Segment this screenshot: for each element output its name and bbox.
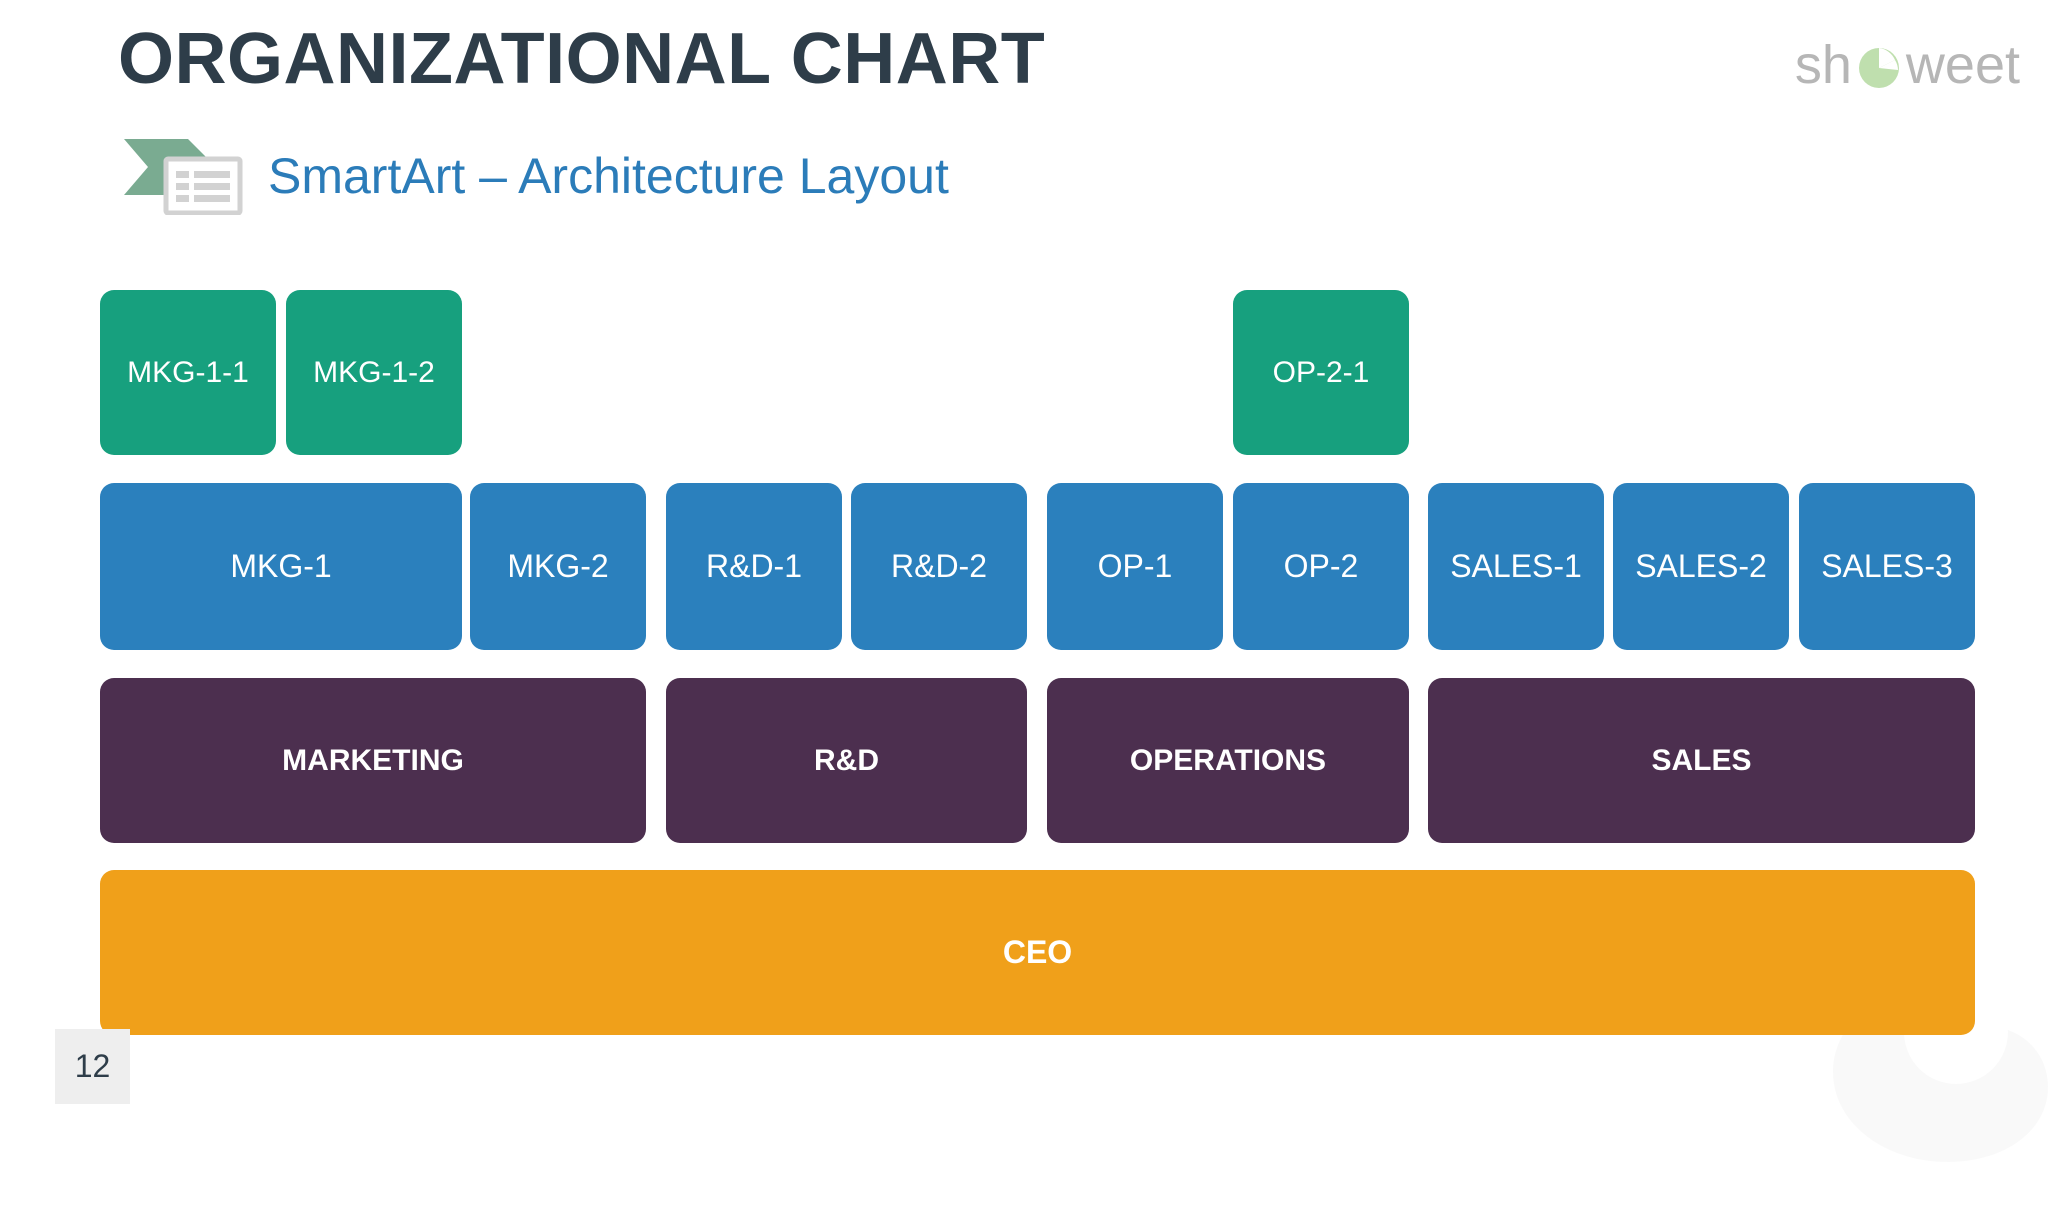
org-node-sales-2[interactable]: SALES-2 — [1613, 483, 1789, 650]
org-node-mkg-2[interactable]: MKG-2 — [470, 483, 646, 650]
org-node-op-2-1[interactable]: OP-2-1 — [1233, 290, 1409, 455]
org-node-marketing[interactable]: MARKETING — [100, 678, 646, 843]
org-node-sales[interactable]: SALES — [1428, 678, 1975, 843]
org-node-sales-3[interactable]: SALES-3 — [1799, 483, 1975, 650]
org-node-r-d[interactable]: R&D — [666, 678, 1027, 843]
org-node-r-d-2[interactable]: R&D-2 — [851, 483, 1027, 650]
org-node-label: MKG-1-2 — [313, 355, 435, 389]
org-node-label: SALES-1 — [1450, 548, 1582, 584]
org-node-op-1[interactable]: OP-1 — [1047, 483, 1223, 650]
org-node-r-d-1[interactable]: R&D-1 — [666, 483, 842, 650]
page-subtitle: SmartArt – Architecture Layout — [268, 148, 949, 204]
org-node-op-2[interactable]: OP-2 — [1233, 483, 1409, 650]
org-node-label: MKG-1 — [230, 548, 332, 584]
org-node-mkg-1-1[interactable]: MKG-1-1 — [100, 290, 276, 455]
org-node-label: SALES-2 — [1635, 548, 1767, 584]
org-node-label: MARKETING — [282, 743, 464, 777]
org-node-mkg-1-2[interactable]: MKG-1-2 — [286, 290, 462, 455]
brand-logo: sh weet — [1795, 32, 2020, 98]
org-node-label: OP-2-1 — [1272, 355, 1370, 389]
org-node-label: SALES-3 — [1821, 548, 1953, 584]
org-node-label: OP-1 — [1097, 548, 1173, 584]
org-node-label: R&D-1 — [705, 548, 802, 584]
org-node-label: MKG-1-1 — [127, 355, 249, 389]
org-node-label: R&D-2 — [890, 548, 987, 584]
org-node-operations[interactable]: OPERATIONS — [1047, 678, 1409, 843]
org-node-label: SALES — [1651, 743, 1752, 777]
smartart-layout-icon — [122, 137, 252, 216]
page-title: ORGANIZATIONAL CHART — [118, 19, 1046, 99]
showeet-leaf-mark — [1854, 40, 1904, 90]
org-node-label: MKG-2 — [507, 548, 609, 584]
org-node-label: OPERATIONS — [1129, 743, 1327, 777]
org-node-mkg-1[interactable]: MKG-1 — [100, 483, 462, 650]
logo-text-after: weet — [1905, 35, 2020, 95]
org-node-ceo[interactable]: CEO — [100, 870, 1975, 1035]
subtitle-row: SmartArt – Architecture Layout — [122, 136, 949, 216]
logo-text-before: sh — [1794, 35, 1852, 95]
page-number-badge: 12 — [55, 1029, 130, 1104]
org-node-sales-1[interactable]: SALES-1 — [1428, 483, 1604, 650]
org-node-label: CEO — [1002, 934, 1073, 970]
org-node-label: R&D — [814, 743, 879, 777]
org-node-label: OP-2 — [1283, 548, 1359, 584]
